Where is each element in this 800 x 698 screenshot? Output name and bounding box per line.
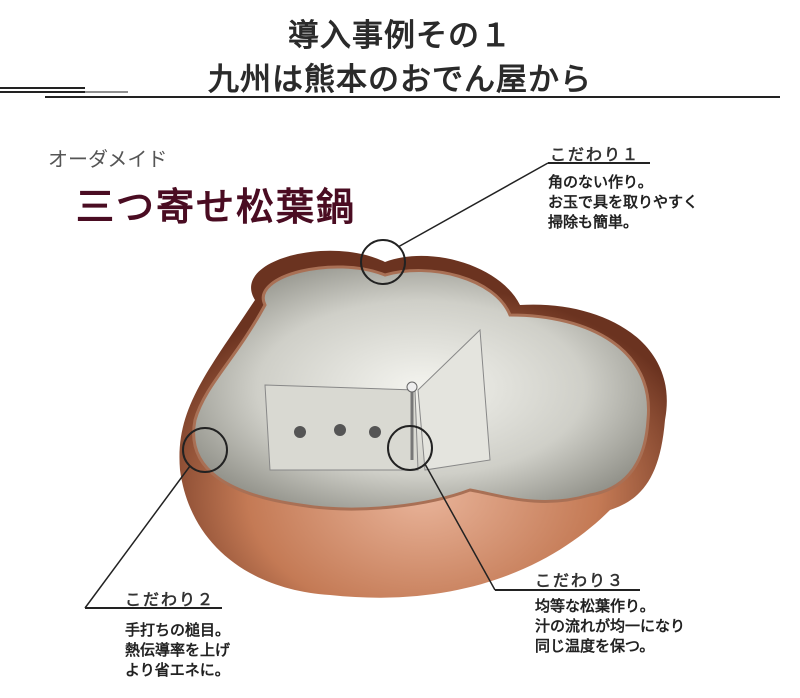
text-line: 熱伝導率を上げ <box>125 641 231 659</box>
text-line: 均等な松葉作り。 <box>535 597 655 615</box>
text-line: 掃除も簡単。 <box>548 213 639 231</box>
point-2-label: こだわり２ <box>125 590 216 609</box>
callout-lines <box>84 162 650 609</box>
page-title-line1: 導入事例その１ <box>288 18 512 54</box>
text-line: 手打ちの槌目。 <box>125 621 231 639</box>
point-3-label: こだわり３ <box>535 571 626 590</box>
point-1-label: こだわり１ <box>550 145 641 164</box>
text-line: お玉で具を取りやすく <box>548 193 699 211</box>
point-3-text: 均等な松葉作り。 汁の流れが均一になり 同じ温度を保つ。 <box>535 596 685 656</box>
point-2-text: 手打ちの槌目。 熱伝導率を上げ より省エネに。 <box>125 620 230 680</box>
page-title-line2: 九州は熊本のおでん屋から <box>208 62 592 98</box>
point-1-text: 角のない作り。 お玉で具を取りやすく 掃除も簡単。 <box>548 172 698 232</box>
text-line: 角のない作り。 <box>548 173 653 191</box>
product-name: 三つ寄せ松葉鍋 <box>76 184 357 229</box>
product-subtitle: オーダメイド <box>48 147 168 171</box>
header-rule <box>0 87 780 98</box>
text-line: 同じ温度を保つ。 <box>535 637 655 655</box>
matsuba-pot-image <box>179 250 667 598</box>
text-line: より省エネに。 <box>125 661 230 679</box>
text-line: 汁の流れが均一になり <box>535 617 686 635</box>
